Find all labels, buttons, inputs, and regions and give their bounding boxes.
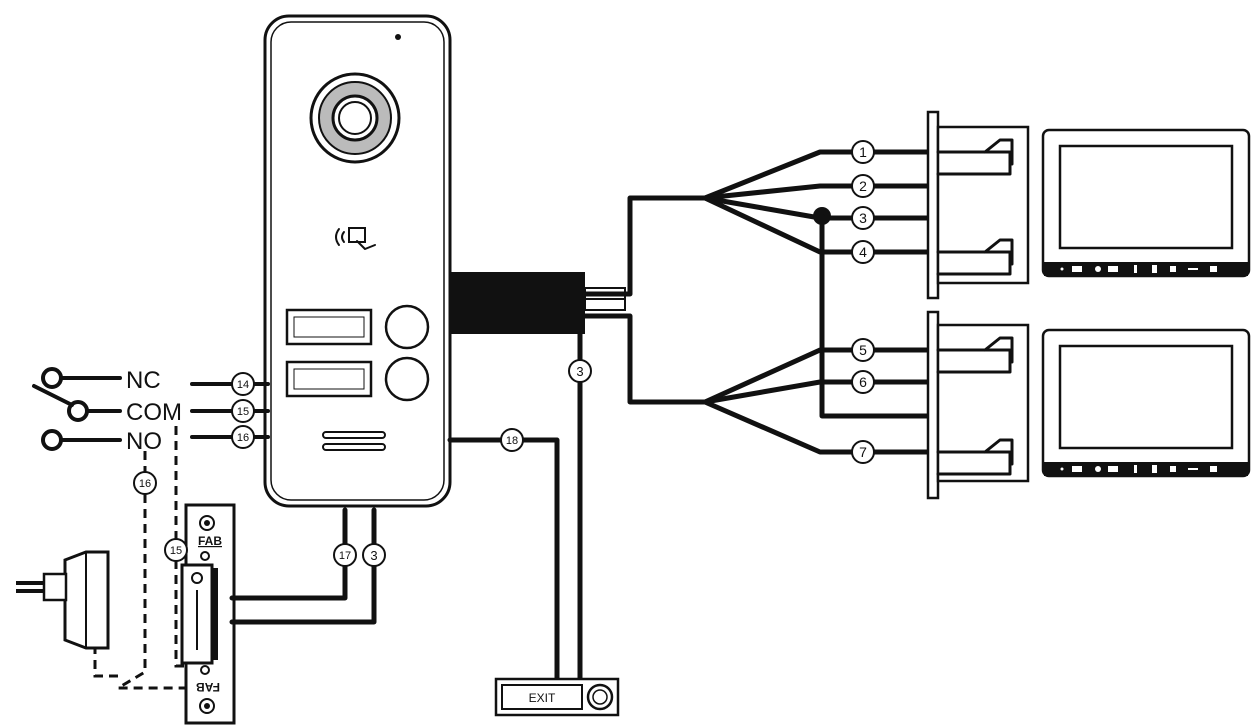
monitor-1 — [1041, 128, 1251, 278]
svg-text:1: 1 — [859, 144, 867, 160]
power-adapter — [16, 550, 110, 650]
monitor-2 — [1041, 328, 1251, 478]
terminal-badge-6: 6 — [851, 370, 875, 394]
terminal-badge-4: 4 — [851, 240, 875, 264]
terminal-badge-3: 3 — [851, 206, 875, 230]
terminal-badge-1: 1 — [851, 140, 875, 164]
svg-text:14: 14 — [237, 379, 249, 391]
panel-led — [395, 34, 401, 40]
lock-wire-3 — [229, 507, 377, 625]
svg-text:3: 3 — [576, 364, 583, 379]
svg-text:18: 18 — [506, 435, 518, 447]
electric-lock: FAB FAB — [180, 503, 236, 725]
rfid-reader-icon — [335, 227, 376, 250]
terminal-badge-18: 18 — [500, 428, 524, 452]
svg-text:6: 6 — [859, 374, 867, 390]
terminal-badge-16-dashed: 16 — [133, 471, 157, 495]
terminal-badges: 1 2 3 4 5 6 7 14 15 16 15 16 17 3 18 3 — [133, 140, 875, 567]
exit-button-label: EXIT — [529, 691, 556, 705]
monitor-wiring — [582, 149, 933, 455]
terminal-badge-14: 14 — [231, 372, 255, 396]
relay-contacts: NC COM NO — [32, 367, 270, 455]
svg-text:16: 16 — [139, 478, 151, 490]
terminal-badge-16: 16 — [231, 425, 255, 449]
svg-text:3: 3 — [370, 548, 377, 563]
door-panel — [263, 14, 452, 508]
svg-text:15: 15 — [237, 406, 249, 418]
lock-wire-17 — [229, 507, 348, 601]
cable-bundle — [450, 272, 585, 334]
call-buttons — [285, 304, 430, 402]
camera-lens — [309, 72, 401, 164]
svg-text:3: 3 — [859, 210, 867, 226]
svg-text:16: 16 — [237, 432, 249, 444]
svg-text:7: 7 — [859, 444, 867, 460]
terminal-badge-7: 7 — [851, 440, 875, 464]
monitor-control-bar — [1044, 462, 1248, 476]
monitor-screen — [1058, 144, 1234, 250]
speaker-grille — [322, 431, 386, 451]
monitor-screen — [1058, 344, 1234, 450]
contact-label-nc: NC — [126, 367, 161, 394]
svg-text:2: 2 — [859, 178, 867, 194]
svg-text:5: 5 — [859, 342, 867, 358]
connector-block-top — [926, 110, 1030, 300]
contact-nc-terminal — [41, 367, 63, 389]
svg-text:17: 17 — [339, 550, 351, 562]
contact-label-com: COM — [126, 399, 182, 426]
lock-brand-bottom: FAB — [196, 680, 220, 694]
call-button-1 — [384, 304, 430, 350]
contact-label-no: NO — [126, 428, 162, 455]
relay-switch-arm — [32, 384, 74, 407]
name-plate-2 — [285, 360, 373, 398]
lock-brand-top: FAB — [198, 534, 222, 548]
svg-text:15: 15 — [170, 545, 182, 557]
terminal-badge-3-lock: 3 — [362, 543, 386, 567]
terminal-badge-15-dashed: 15 — [164, 538, 188, 562]
terminal-badge-17: 17 — [333, 543, 357, 567]
name-plate-1 — [285, 308, 373, 346]
svg-text:4: 4 — [859, 244, 867, 260]
exit-push-button — [586, 683, 614, 711]
exit-wire-18 — [447, 437, 560, 683]
connector-block-bottom — [926, 310, 1030, 500]
contact-no-terminal — [41, 429, 63, 451]
terminal-badge-15: 15 — [231, 399, 255, 423]
call-button-2 — [384, 356, 430, 402]
terminal-badge-5: 5 — [851, 338, 875, 362]
terminal-badge-3-exit: 3 — [568, 359, 592, 383]
monitor-control-bar — [1044, 262, 1248, 276]
exit-button: EXIT — [494, 677, 620, 717]
terminal-badge-2: 2 — [851, 174, 875, 198]
